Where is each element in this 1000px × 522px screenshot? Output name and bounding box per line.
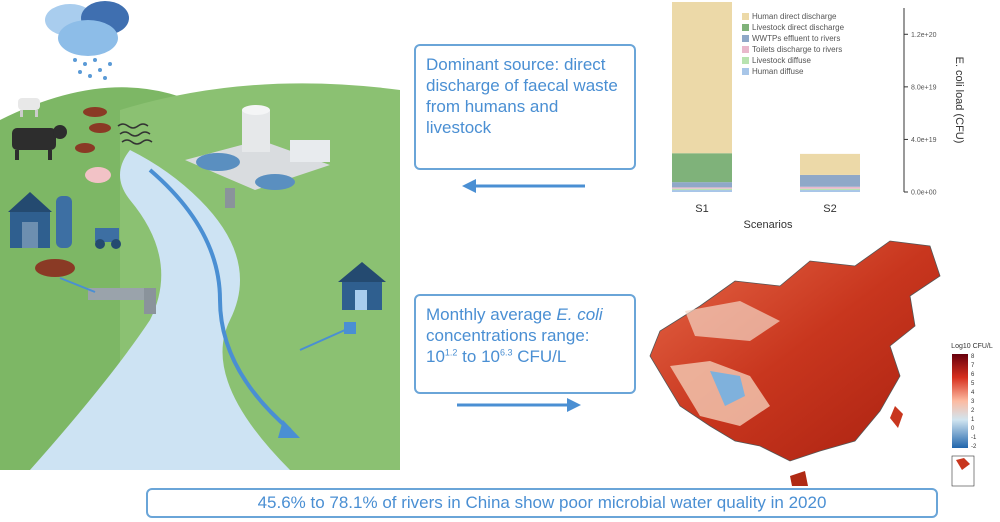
bar-S2-livestock-diffuse <box>800 188 860 191</box>
goat-icon <box>18 98 40 117</box>
cow-icon <box>12 125 67 160</box>
bar-S1-livestock-direct-discharge <box>672 153 732 183</box>
pipe-icon <box>88 288 156 314</box>
colorbar-gradient <box>952 354 968 448</box>
wastewater-plant-icon <box>185 105 330 208</box>
bar-S1-livestock-diffuse <box>672 188 732 191</box>
y-axis-label: E. coli load (CFU) <box>953 57 965 144</box>
watershed-illustration <box>0 1 400 470</box>
bar-S2-toilets-discharge-to-rivers <box>800 186 860 189</box>
concentration-prefix: Monthly average <box>426 305 557 324</box>
colorbar-tick: 7 <box>971 363 975 369</box>
legend-swatch <box>742 35 749 43</box>
bar-S2-human-direct-discharge <box>800 153 860 175</box>
legend-swatch <box>742 13 749 21</box>
legend-label: Livestock direct discharge <box>752 23 845 32</box>
category-label-S2: S2 <box>823 203 836 215</box>
legend-label: Human diffuse <box>752 67 804 76</box>
colorbar-tick: 0 <box>971 426 975 432</box>
y-ticks: 0.0e+00 4.0e+19 8.0e+19 1.2e+20 <box>904 32 937 197</box>
bar-S2-wwtps-effluent-to-rivers <box>800 174 860 187</box>
range-min-exp: 1.2 <box>444 347 458 358</box>
x-axis-label: Scenarios <box>744 219 793 231</box>
river <box>30 150 290 470</box>
concentration-line2: concentrations range: <box>426 326 590 345</box>
colorbar-tick: 4 <box>971 390 975 396</box>
colorbar-tick: 8 <box>971 354 975 360</box>
y-tick-label: 8.0e+19 <box>911 84 937 91</box>
range-max-exp: 6.3 <box>499 347 513 358</box>
colorbar-tick: -1 <box>971 435 977 441</box>
legend-swatch <box>742 68 749 76</box>
legend-item: Toilets discharge to rivers <box>742 45 842 54</box>
ecoli-load-chart: 0.0e+00 4.0e+19 8.0e+19 1.2e+20 S1 S2 Scena… <box>672 2 965 231</box>
colorbar-title: Log10 CFU/L <box>951 343 993 350</box>
legend-label: Livestock diffuse <box>752 56 811 65</box>
legend-swatch <box>742 46 749 54</box>
colorbar-tick: 2 <box>971 408 975 414</box>
y-tick-label: 1.2e+20 <box>911 32 937 39</box>
legend-label: WWTPs effluent to rivers <box>752 34 841 43</box>
category-label-S1: S1 <box>695 203 708 215</box>
y-tick-label: 0.0e+00 <box>911 190 937 197</box>
china-outline <box>649 240 941 462</box>
right-arrow-icon <box>457 398 581 412</box>
ecoli-italic: E. coli <box>556 305 603 324</box>
colorbar-tick: -2 <box>971 444 977 450</box>
legend-item: Livestock direct discharge <box>742 23 844 32</box>
legend-label: Human direct discharge <box>752 12 837 21</box>
legend-item: WWTPs effluent to rivers <box>742 34 840 43</box>
bar-group <box>672 2 860 192</box>
colorbar-ticks: 8 7 6 5 4 3 2 1 0 -1 -2 <box>971 354 977 450</box>
legend-item: Livestock diffuse <box>742 56 811 65</box>
colorbar: Log10 CFU/L 8 7 6 5 4 3 2 1 0 -1 -2 <box>951 343 993 487</box>
dominant-source-text: Dominant source: direct discharge of fae… <box>426 55 618 137</box>
left-arrow-icon <box>462 179 585 193</box>
concentration-box: Monthly average E. coli concentrations r… <box>414 294 636 394</box>
pig-icon <box>85 167 111 183</box>
legend-item: Human direct discharge <box>742 12 836 21</box>
china-ecoli-map <box>649 240 941 486</box>
bar-S1-toilets-discharge-to-rivers <box>672 187 732 189</box>
range-unit: CFU/L <box>512 347 567 366</box>
summary-text: 45.6% to 78.1% of rivers in China show p… <box>257 493 827 512</box>
bar-S1-wwtps-effluent-to-rivers <box>672 182 732 188</box>
bar-S1-human-diffuse <box>672 190 732 192</box>
barn-icon <box>8 192 72 248</box>
range-max-base: 10 <box>481 347 500 366</box>
rain-cloud-icon <box>45 1 129 80</box>
colorbar-tick: 3 <box>971 399 975 405</box>
colorbar-tick: 6 <box>971 372 975 378</box>
legend-item: Human diffuse <box>742 67 803 76</box>
colorbar-tick: 1 <box>971 417 975 423</box>
manure-icon <box>35 107 111 277</box>
legend-swatch <box>742 24 749 32</box>
legend-swatch <box>742 57 749 65</box>
colorbar-tick: 5 <box>971 381 975 387</box>
dominant-source-box: Dominant source: direct discharge of fae… <box>414 44 636 170</box>
bar-S1-human-direct-discharge <box>672 2 732 154</box>
bar-S2-human-diffuse <box>800 190 860 192</box>
legend-label: Toilets discharge to rivers <box>752 45 843 54</box>
range-min-base: 10 <box>426 347 445 366</box>
summary-banner: 45.6% to 78.1% of rivers in China show p… <box>146 488 938 518</box>
tractor-icon <box>95 228 121 249</box>
range-to: to <box>457 347 482 366</box>
house-icon <box>338 262 386 310</box>
y-tick-label: 4.0e+19 <box>911 137 937 144</box>
